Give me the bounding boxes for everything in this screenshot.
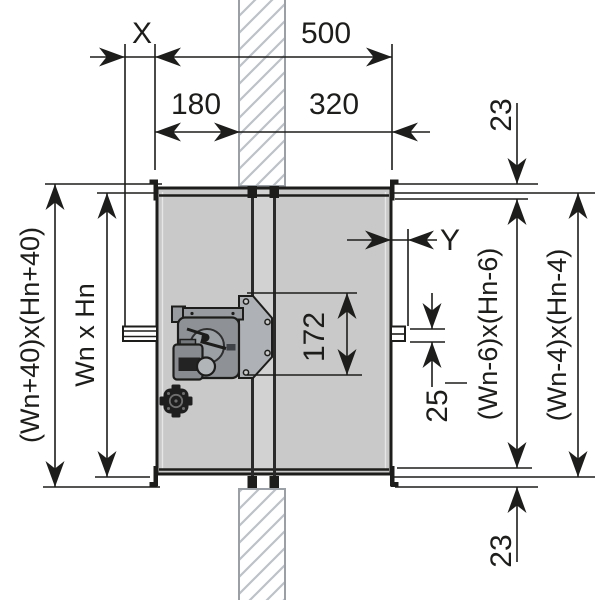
arrowhead <box>99 47 125 67</box>
dim-minus4-size-label: (Wn-4)x(Hn-4) <box>542 249 572 422</box>
dim-180-label: 180 <box>171 88 221 121</box>
wall-lower <box>238 488 286 600</box>
dim-172-label: 172 <box>298 312 331 362</box>
dim-minus6-size-label: (Wn-6)x(Hn-6) <box>473 248 503 421</box>
dim-x-and-500: X 500 <box>90 17 392 67</box>
dim-nominal-size-label: Wn x Hn <box>70 283 100 387</box>
dim-23-top-label: 23 <box>485 98 518 131</box>
axle-pin-right <box>390 325 406 342</box>
wall-upper <box>238 0 286 187</box>
dim-minus4-size: (Wn-4)x(Hn-4) <box>542 193 588 477</box>
dim-25: 25 <box>421 293 454 423</box>
dim-23-top: 23 <box>485 98 527 184</box>
drive-bracket <box>238 295 273 379</box>
bracket-bolts <box>242 298 271 376</box>
dim-x-label: X <box>132 17 152 50</box>
axle-pin-left <box>122 325 158 342</box>
dim-172: 172 <box>298 293 357 375</box>
dim-minus6-size: (Wn-6)x(Hn-6) <box>473 199 527 468</box>
dim-y-label: Y <box>440 224 460 257</box>
corner-brackets <box>149 179 399 487</box>
dim-23-bottom: 23 <box>485 487 527 568</box>
universal-joint <box>159 384 193 418</box>
dim-y: Y <box>347 224 460 257</box>
dim-nominal-size: Wn x Hn <box>70 193 117 477</box>
dim-500-label: 500 <box>301 17 351 50</box>
dim-320-label: 320 <box>309 88 359 121</box>
dim-outer-size-label: (Wn+40)x(Hn+40) <box>15 227 45 443</box>
dim-180-and-320: 180 320 <box>155 88 430 142</box>
dim-outer-size: (Wn+40)x(Hn+40) <box>15 184 65 487</box>
dim-23-bottom-label: 23 <box>485 534 518 567</box>
motor-assembly <box>171 295 273 381</box>
dim-25-label: 25 <box>421 389 454 422</box>
